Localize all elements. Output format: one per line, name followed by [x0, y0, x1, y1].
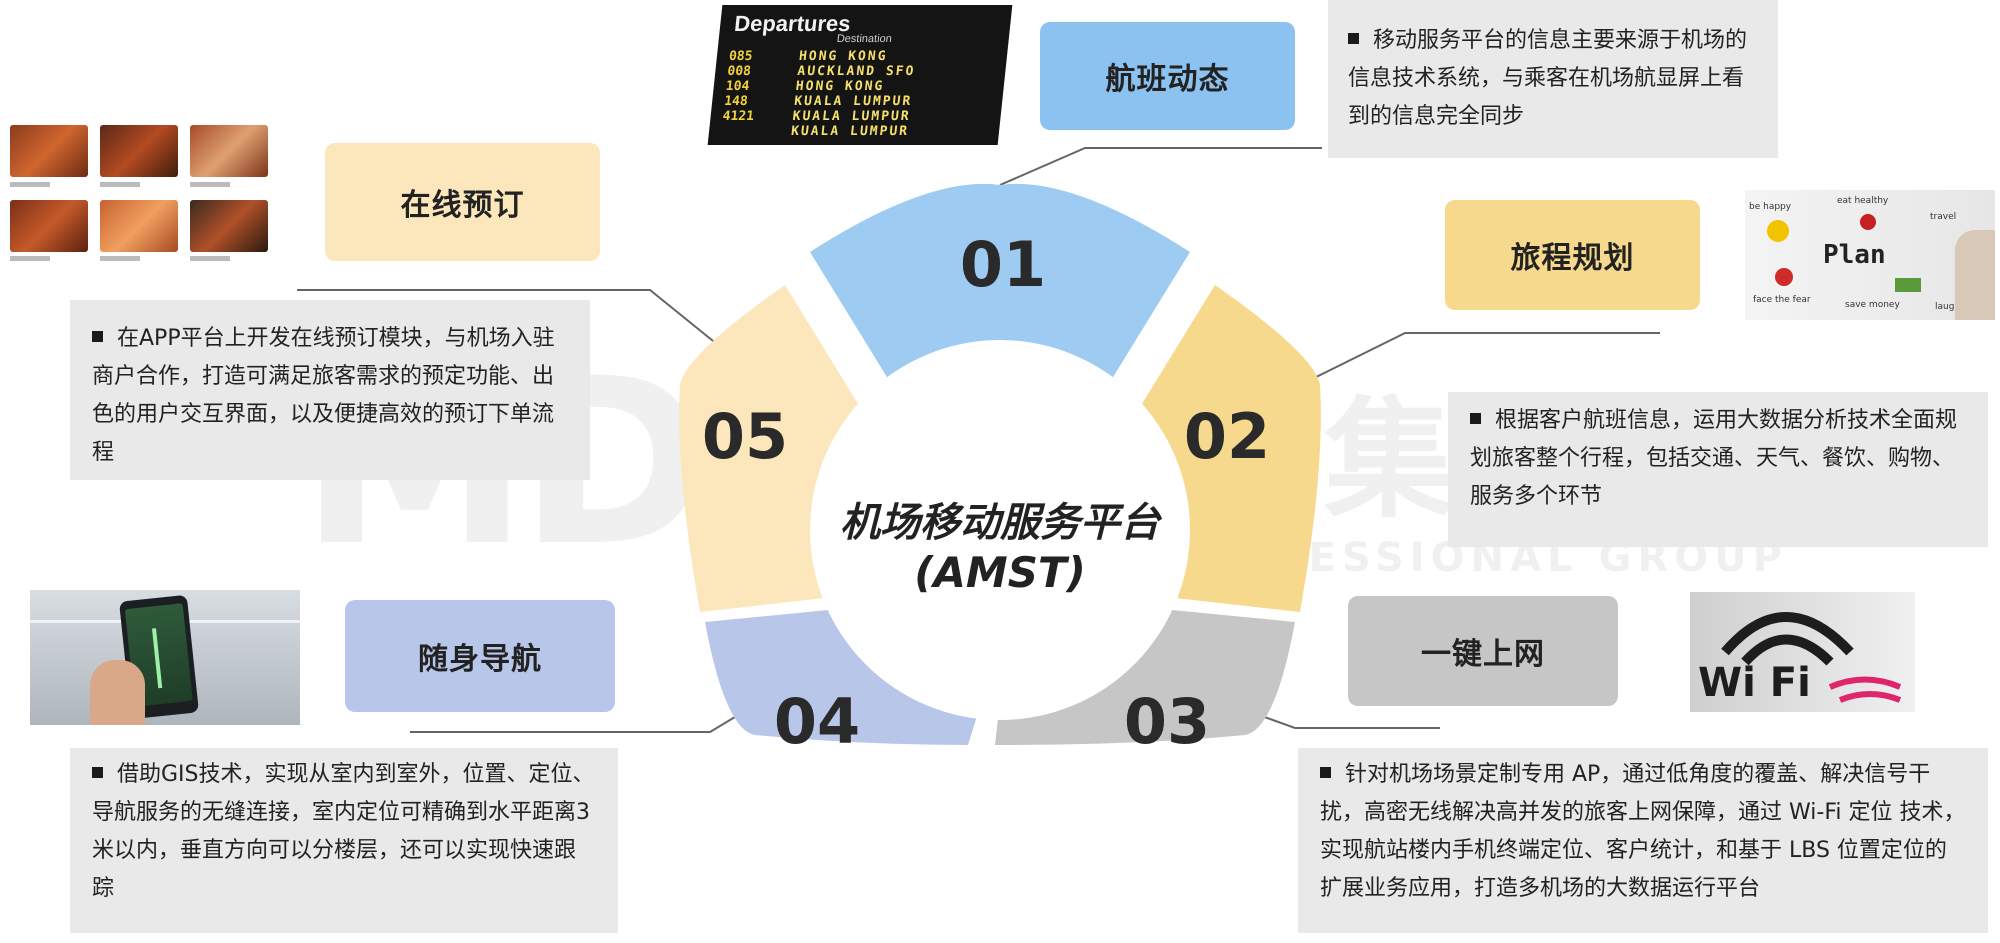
connector-line-02: [1299, 332, 1660, 386]
food-menu-image: [5, 120, 275, 265]
bullet-icon: [1320, 767, 1331, 778]
label-trip-planning: 旅程规划: [1445, 200, 1700, 310]
departures-row-city: AUCKLAND SFO: [796, 64, 917, 79]
wifi-text: Wi Fi: [1698, 660, 1811, 706]
departures-title: Departures: [733, 11, 852, 36]
plan-title: Plan: [1823, 240, 1886, 270]
connector-line-01: [999, 147, 1322, 186]
center-title: 机场移动服务平台: [840, 500, 1160, 546]
label-online-booking: 在线预订: [325, 143, 600, 261]
segment-number-03: 03: [1123, 685, 1211, 758]
plan-note-5: save money: [1845, 300, 1900, 310]
segment-03: [995, 610, 1295, 745]
departures-row-code: [720, 124, 792, 139]
departures-row-city: KUALA LUMPUR: [791, 109, 912, 124]
center-circle: [810, 340, 1190, 720]
departures-row-code: 008: [726, 64, 752, 79]
departures-row: 008 AUCKLAND SFO: [727, 64, 1009, 79]
plan-note-1: be happy: [1749, 202, 1792, 212]
label-one-click-internet: 一键上网: [1348, 596, 1618, 706]
departures-row: 085 HONG KONG: [728, 49, 1010, 64]
plan-note-6: laugh: [1935, 302, 1961, 312]
departures-row: KUALA LUMPUR: [720, 124, 1002, 139]
connector-line-03: [1244, 709, 1440, 729]
center-subtitle: (AMST): [914, 548, 1086, 597]
departures-row-city: HONG KONG: [795, 79, 886, 94]
departures-row-city: HONG KONG: [798, 49, 889, 64]
label-navigation: 随身导航: [345, 600, 615, 712]
bullet-icon: [1470, 413, 1481, 424]
departures-row-code: 4121: [721, 109, 755, 124]
phone-navigation-image: [30, 590, 300, 725]
segment-number-02: 02: [1183, 400, 1271, 473]
segment-number-01: 01: [959, 228, 1047, 301]
departures-subtitle: Destination: [836, 33, 893, 45]
desc-one-click-internet: 针对机场场景定制专用 AP，通过低角度的覆盖、解决信号干扰，高密无线解决高并发的…: [1298, 748, 1988, 933]
segment-number-05: 05: [701, 400, 789, 473]
segment-04: [705, 610, 995, 745]
departures-row-code: 085: [728, 49, 754, 64]
departures-row-city: KUALA LUMPUR: [793, 94, 913, 109]
segment-number-04: 04: [773, 685, 861, 758]
departures-row-code: 148: [723, 94, 749, 109]
departures-row-city: KUALA LUMPUR: [790, 124, 910, 139]
connector-line-05: [297, 289, 719, 346]
plan-note-3: travel: [1930, 212, 1957, 222]
wifi-icon: [1721, 612, 1902, 703]
desc-flight-status: 移动服务平台的信息主要来源于机场的信息技术系统，与乘客在机场航显屏上看到的信息完…: [1328, 0, 1778, 158]
departures-row: 104 HONG KONG: [725, 79, 1007, 94]
departures-row-code: 104: [725, 79, 751, 94]
departures-row: 4121 KUALA LUMPUR: [722, 109, 1004, 124]
plan-note-4: face the fear: [1753, 295, 1811, 305]
bullet-icon: [1348, 33, 1359, 44]
desc-trip-planning: 根据客户航班信息，运用大数据分析技术全面规划旅客整个行程，包括交通、天气、餐饮、…: [1448, 392, 1988, 547]
wifi-sign-image: Wi Fi: [1690, 592, 1915, 712]
desc-online-booking: 在APP平台上开发在线预订模块，与机场入驻商户合作，打造可满足旅客需求的预定功能…: [70, 300, 590, 480]
plan-note-2: eat healthy: [1837, 196, 1889, 206]
desc-navigation: 借助GIS技术，实现从室内到室外，位置、定位、导航服务的无缝连接，室内定位可精确…: [70, 748, 618, 933]
plan-whiteboard-image: Plan be happy eat healthy travel face th…: [1745, 190, 1995, 320]
label-flight-status: 航班动态: [1040, 22, 1295, 130]
segment-01: [810, 183, 1190, 382]
departures-row: 148 KUALA LUMPUR: [723, 94, 1005, 109]
bullet-icon: [92, 331, 103, 342]
bullet-icon: [92, 767, 103, 778]
